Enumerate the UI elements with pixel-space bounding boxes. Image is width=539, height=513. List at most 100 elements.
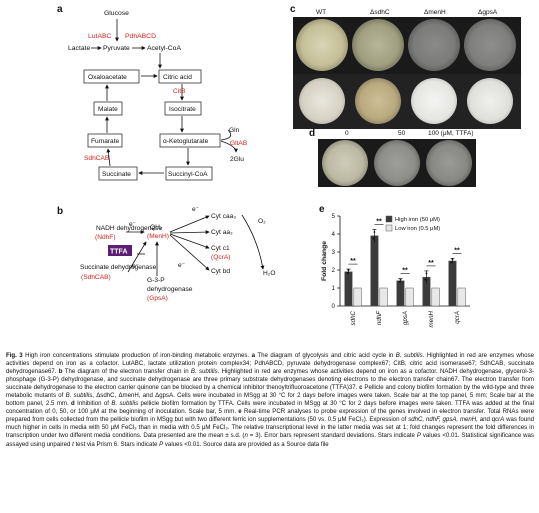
caption-part: d <box>71 400 75 408</box>
ttfa-label-50: 50 <box>398 130 406 137</box>
caption-part: c <box>359 384 363 392</box>
electron-label-3: e⁻ <box>192 206 200 213</box>
nadh-dh-label: NADH dehydrogenase <box>96 225 162 232</box>
legend-label-high: High iron (50 μM) <box>395 217 440 223</box>
cyt-caa3-label: Cyt caa₃ <box>211 213 236 220</box>
y-axis-label: Fold change <box>321 241 328 281</box>
y-tick-label: 0 <box>332 303 336 310</box>
pdhabcd-label: PdhABCD <box>125 33 156 40</box>
qh2-label: QH₂ <box>150 224 163 231</box>
gpsa-label: (GpsA) <box>147 295 168 302</box>
bar-low-iron <box>379 287 388 307</box>
data-point <box>399 278 402 281</box>
data-point <box>346 271 349 274</box>
akg-label: α-Ketoglutarate <box>163 138 209 145</box>
ttfa-label-0: 0 <box>345 130 349 137</box>
legend-swatch-low <box>385 224 393 232</box>
ttfa-plate-0 <box>322 140 368 186</box>
data-point <box>450 261 453 263</box>
data-point <box>347 269 350 272</box>
plate-label-menh: ΔmenH <box>424 9 446 16</box>
succinate-label: Succinate <box>102 171 131 178</box>
caption-part: a <box>251 352 256 359</box>
caption-part: B. subtilis <box>395 352 423 359</box>
bar-low-iron <box>405 287 414 307</box>
data-point <box>373 231 376 233</box>
colony-row <box>293 74 521 129</box>
citb-label: CitB <box>173 88 186 95</box>
caption-part: b <box>58 368 63 376</box>
bar-low-iron <box>457 287 466 307</box>
plate-label-gpsa: ΔgpsA <box>478 9 498 16</box>
pellicle-menh <box>408 19 460 71</box>
bar-high-iron <box>344 271 353 307</box>
caption-part: Real-time PCR analyses to probe expressi… <box>6 408 534 424</box>
electron-label-2: e⁻ <box>132 263 140 270</box>
bar-low-iron <box>353 287 362 307</box>
cyt-bd-label: Cyt bd <box>211 268 230 275</box>
caption-part: Pellicle and colony biofilm formation by… <box>6 384 534 400</box>
caption-part: test via Prism 6. Stars indicate <box>73 440 160 448</box>
bar-low-iron <box>431 287 440 307</box>
panel-e-letter: e <box>319 204 325 215</box>
caption-part: P <box>159 440 164 448</box>
category-label: ndhF <box>376 310 383 325</box>
ttfa-label-100: 100 (μM, TTFA) <box>428 130 474 137</box>
caption-part: was found much higher in cells in media … <box>6 416 534 440</box>
panel-b-diagram: NADH dehydrogenase (NdhF) Succinate dehy… <box>80 206 275 302</box>
colony-menh <box>411 78 457 124</box>
pellicle-gpsa <box>464 19 516 71</box>
category-label: sdhC <box>350 310 357 325</box>
caption-part: values <0.01. Statistical significance w… <box>6 432 534 448</box>
lutabc-label: LutABC <box>88 33 112 40</box>
category-label: gpsA <box>402 311 409 325</box>
caption-part: n <box>244 432 248 440</box>
caption-part: e <box>238 408 242 416</box>
glucose-label: Glucose <box>104 10 129 17</box>
significance-stars: ** <box>428 260 434 267</box>
cyt-c1-label: Cyt c1 <box>211 245 230 252</box>
plate-label-sdhc: ΔsdhC <box>370 9 390 16</box>
bar-high-iron <box>448 260 457 307</box>
caption-part: , ΔsdhC, ΔmenH, and ΔgpsA. Cells were in… <box>6 392 535 408</box>
fumarate-label: Fumarate <box>91 138 120 145</box>
ttfa-label: TTFA <box>110 249 128 256</box>
colony-gpsa <box>467 78 513 124</box>
lactate-label: Lactate <box>68 45 91 52</box>
succ-dh-label: Succinate dehydrogenase <box>80 264 157 271</box>
caption-part: pellicle biofilm formation by TTFA. Cell… <box>6 400 534 416</box>
caption-part: qcrA <box>491 416 505 424</box>
panel-b-letter: b <box>57 206 64 217</box>
sdhcab-b-label: (SdhCAB) <box>81 274 111 281</box>
ttfa-plate-strip <box>318 139 476 187</box>
category-label: qcrA <box>454 311 461 324</box>
caption-part: and <box>477 416 492 424</box>
data-point <box>398 280 401 283</box>
data-point <box>451 258 454 261</box>
caption-part: sdhC, ndhF, gpsA, menH, <box>408 416 478 424</box>
citric-acid-label: Citric acid <box>163 74 192 81</box>
pellicle-sdhc <box>352 19 404 71</box>
panel-c-letter: c <box>290 4 296 15</box>
caption-part: Inhibition of <box>74 400 112 408</box>
caption-part: t <box>72 440 74 448</box>
colony-sdhc <box>355 78 401 124</box>
significance-stars: ** <box>402 268 408 275</box>
caption-part: Fig. 3 <box>6 352 23 359</box>
cyt-aa3-label: Cyt aa₃ <box>211 229 233 236</box>
plate-grid <box>293 17 521 129</box>
qcra-label: (QcrA) <box>211 254 230 261</box>
gln-label: Gln <box>229 127 240 134</box>
oxaloacetate-label: Oxaloacetate <box>88 74 127 81</box>
legend-label-low: Low iron (0.5 μM) <box>395 226 440 232</box>
y-tick-label: 1 <box>332 285 336 292</box>
panel-a-diagram: Glucose LutABC PdhABCD Lactate Pyruvate … <box>68 10 248 181</box>
g3p-label: G-3-P <box>147 277 165 284</box>
menh-label: (MenH) <box>147 233 169 240</box>
caption-part: B. subtilis <box>190 368 218 376</box>
y-tick-label: 2 <box>332 267 336 274</box>
category-label: menH <box>428 310 435 327</box>
caption-part: B. subtilis <box>111 400 139 408</box>
g3p-dh-label: dehydrogenase <box>147 286 193 293</box>
